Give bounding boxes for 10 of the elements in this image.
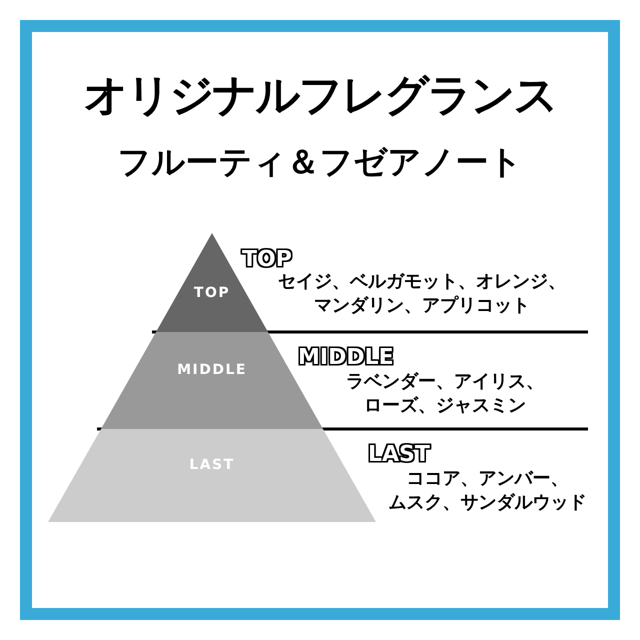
title: オリジナルフレグランス — [82, 69, 558, 123]
note-heading: LAST — [368, 444, 430, 466]
note-heading: MIDDLE — [298, 347, 394, 369]
tier-label: MIDDLE — [176, 362, 248, 378]
ingredient-list: セイジ、ベルガモット、オレンジ、マンダリン、アプリコット — [262, 270, 582, 318]
note-heading: TOP — [242, 249, 292, 271]
ingredient-list: ココア、アンバー、ムスク、サンダルウッド — [375, 467, 600, 515]
subtitle: フルーティ＆フゼアノート — [116, 141, 524, 183]
ingredient-list: ラベンダー、アイリス、ローズ、ジャスミン — [330, 370, 560, 418]
tier-label: TOP — [192, 285, 232, 301]
